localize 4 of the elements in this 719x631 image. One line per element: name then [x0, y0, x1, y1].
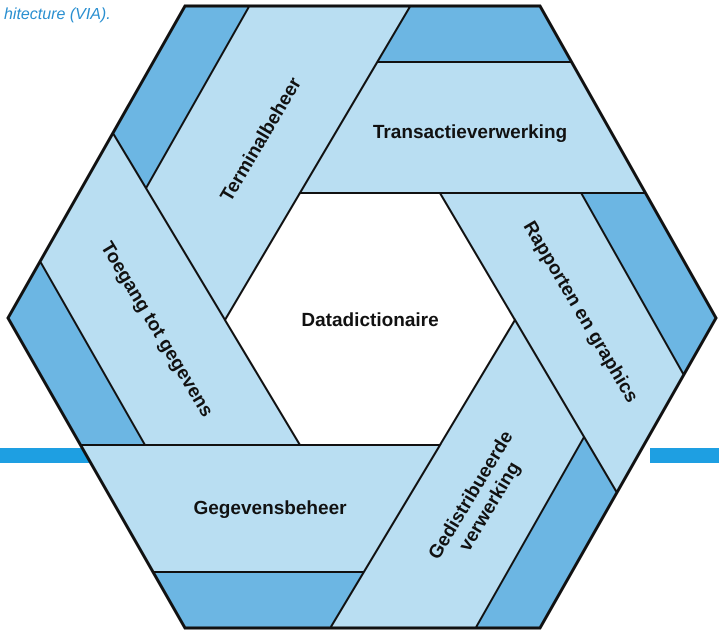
center-label: Datadictionaire: [301, 310, 439, 331]
segment-label: Gegevensbeheer: [193, 498, 347, 519]
segment-label: Transactieverwerking: [372, 122, 568, 143]
caption-fragment: hitecture (VIA).: [4, 6, 111, 24]
